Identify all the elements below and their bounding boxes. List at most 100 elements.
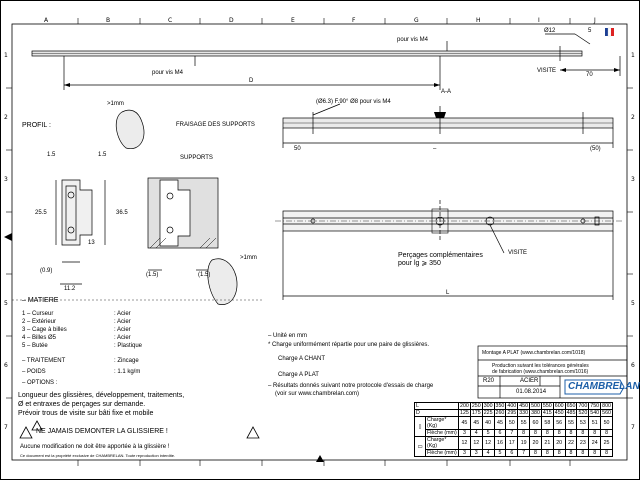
- options-text-3: Prévoir trous de visite sur bâti fixe et…: [18, 410, 154, 417]
- ruler-col-i: I: [538, 17, 540, 24]
- options-label-text: OPTIONS :: [27, 380, 58, 386]
- chant-fleche-cell: 5: [481, 429, 495, 437]
- ruler-row-1: 1: [4, 52, 8, 59]
- ruler-col-j: J: [594, 17, 596, 24]
- chant-fleche-cell: 8: [517, 429, 531, 437]
- d-cell: 520: [576, 409, 590, 417]
- dim-1mm-a: >1mm: [107, 101, 124, 107]
- section-label: A-A: [441, 89, 452, 95]
- d-cell: 175: [469, 409, 483, 417]
- material-item: 3 – Cage à billes: [22, 327, 67, 334]
- plat-fleche-cell: 8: [552, 449, 566, 457]
- screw-note-right: pour vis M4: [397, 37, 429, 43]
- chant-charge-cell: 56: [552, 416, 566, 430]
- plat-fleche-cell: 8: [600, 449, 613, 457]
- chant-fleche-cell: 8: [600, 429, 613, 437]
- weight-label-text: POIDS: [27, 369, 46, 375]
- material-label: ACIER: [520, 378, 539, 384]
- ruler-col-d: D: [229, 17, 234, 24]
- plat-fleche-cell: 3: [458, 449, 471, 457]
- l-cell: 300: [481, 402, 495, 410]
- ruler-row-7-right: 7: [631, 424, 635, 431]
- table-row: Flèche (mm) 3 3 4 5 6 7 8 8 8 8 8 8 8: [415, 449, 613, 457]
- plat-charge-cell: 21: [540, 436, 554, 450]
- screw-note-left: pour vis M4: [152, 70, 184, 76]
- tolerance-2: de fabrication (www.chambrelan.com/1016): [492, 369, 589, 375]
- ruler-col-h: H: [476, 17, 481, 24]
- mounting-note: Montage A PLAT (www.chambrelan.com/1018): [482, 350, 586, 356]
- chant-charge-cell: 60: [529, 416, 542, 430]
- dim-25-5: 25.5: [35, 210, 47, 216]
- material-value: : Acier: [114, 319, 131, 325]
- d-cell: 415: [540, 409, 554, 417]
- chant-fleche-cell: 8: [529, 429, 542, 437]
- dim-1-5-a: 1.5: [47, 152, 56, 158]
- plat-charge-label: Charge* (Kg): [425, 436, 459, 450]
- material-value: : Acier: [114, 335, 131, 341]
- chant-fleche-cell: 6: [493, 429, 507, 437]
- plat-charge-cell: 20: [529, 436, 542, 450]
- material-value: : Plastique: [114, 343, 143, 349]
- l-cell: 250: [469, 402, 483, 410]
- plat-charge-cell: 12: [458, 436, 471, 450]
- d-cell: 380: [529, 409, 542, 417]
- chant-fleche-label: Flèche (mm): [425, 429, 459, 437]
- chant-fleche-cell: 8: [564, 429, 578, 437]
- dim-50-right: (50): [590, 146, 601, 152]
- ruler-row-5: 5: [4, 300, 8, 307]
- row-label-l: L: [414, 402, 459, 410]
- ruler-col-b: B: [106, 17, 111, 24]
- plat-fleche-cell: 8: [564, 449, 578, 457]
- l-cell: 700: [576, 402, 590, 410]
- material-part: 5 – Butée: [22, 343, 48, 349]
- flag-blue: [605, 28, 608, 36]
- profile-title: PROFIL :: [22, 122, 51, 129]
- hatch-lines: [149, 237, 217, 249]
- d-cell: 225: [481, 409, 495, 417]
- chant-fleche-cell: 7: [505, 429, 519, 437]
- flag-red: [611, 28, 614, 36]
- material-value: : Acier: [114, 311, 131, 317]
- material-part: 4 – Billes Ø5: [22, 335, 57, 341]
- l-cell: 800: [600, 402, 613, 410]
- table-row: ▯ Charge* (Kg) 45 45 40 45 50 55 60 58 5…: [414, 416, 613, 437]
- material-item: 2 – Extérieur: [22, 319, 56, 326]
- treatment-label-text: TRAITEMENT: [26, 358, 66, 364]
- matiere-title: – MATIERE: [22, 297, 59, 304]
- l-cell: 500: [529, 402, 542, 410]
- ruler-row-2-right: 2: [631, 114, 635, 121]
- ruler-col-g: G: [414, 17, 419, 24]
- matiere-title-text: MATIERE: [27, 297, 59, 304]
- l-cell: 650: [564, 402, 578, 410]
- chant-charge-cell: 53: [576, 416, 590, 430]
- plat-note: Charge A PLAT: [278, 372, 319, 378]
- detail-blobs: [115, 109, 238, 305]
- dim-l: L: [446, 290, 450, 296]
- plat-fleche-cell: 8: [588, 449, 602, 457]
- table-row: Flèche (mm) 3 4 5 6 7 8 8 8 8 8 8 8 8: [415, 429, 613, 437]
- dim-5: 5: [588, 28, 592, 34]
- material-item: 5 – Butée: [22, 343, 48, 350]
- front-view: [275, 200, 622, 300]
- percage-note-1: Perçages complémentaires: [398, 252, 483, 259]
- plat-charge-cell: 24: [588, 436, 602, 450]
- no-modification: Aucune modification ne doit être apporté…: [20, 444, 170, 450]
- l-cell: 550: [540, 402, 554, 410]
- row-label-d: D: [414, 409, 459, 417]
- ruler-row-7: 7: [4, 424, 8, 431]
- dim-1-5-d: (1.5): [198, 272, 211, 278]
- d-cell: 450: [552, 409, 566, 417]
- tolerance-1: Production suivant les tolérances généra…: [492, 363, 589, 369]
- units-note: – Unité en mm: [268, 333, 308, 339]
- table-row: L 200 250 300 350 400 450 500 550 600 65…: [414, 402, 613, 410]
- ruler-col-e: E: [291, 17, 295, 24]
- dim-13: 13: [88, 240, 95, 246]
- chant-charge-cell: 55: [564, 416, 578, 430]
- dim-diam12: Ø12: [544, 28, 556, 34]
- chant-charge-cell: 45: [458, 416, 471, 430]
- d-cell: 125: [458, 409, 471, 417]
- chant-fleche-cell: 8: [540, 429, 554, 437]
- percage-note-2: pour lg ⩾ 350: [398, 260, 441, 267]
- material-part: 1 – Curseur: [22, 311, 54, 317]
